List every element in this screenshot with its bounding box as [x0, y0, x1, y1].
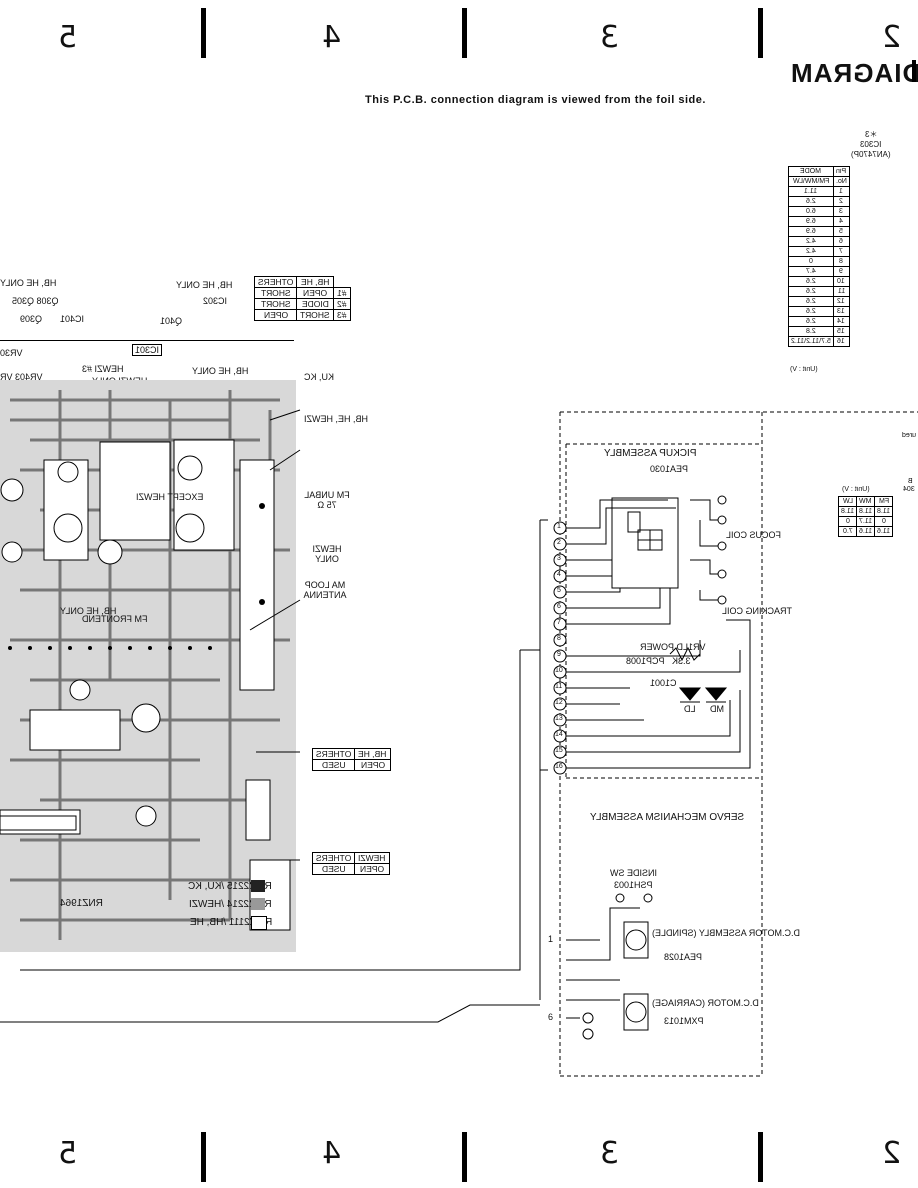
pcb-traces: [0, 390, 291, 940]
label-spindle-motor: D.C.MOTOR ASSEMBLY (SPINDLE): [652, 928, 801, 938]
pickup-pin-label: 10: [555, 667, 563, 674]
pickup-pin-label: 3: [557, 555, 561, 562]
pickup-pin-circle: [553, 569, 567, 583]
label-ld-power: LD POWER: [640, 642, 689, 652]
pickup-pin-label: 13: [555, 715, 563, 722]
label-focus-coil: FOCUS COIL: [726, 530, 782, 540]
pickup-pin-circle: [553, 633, 567, 647]
title-bar: [912, 60, 916, 82]
label-carriage-part: PXM1013: [664, 1016, 704, 1026]
pickup-pin-label: 12: [555, 699, 563, 706]
column-divider: [758, 8, 763, 58]
column-divider: [201, 1132, 206, 1182]
pickup-pin-label: 4: [557, 571, 561, 578]
pickup-pin-circle: [553, 617, 567, 631]
pickup-pin-label: 14: [555, 731, 563, 738]
label-vr1-part: PCP1008: [626, 656, 665, 666]
pickup-pin-label: 15: [555, 747, 563, 754]
pickup-pin-circle: [553, 713, 567, 727]
label-inside-sw-part: PSH1003: [614, 880, 653, 890]
pickup-pin-circle: [553, 553, 567, 567]
label-md: MD: [710, 704, 724, 714]
label-spindle-part: PEA1028: [664, 952, 703, 962]
pickup-pin-label: 8: [557, 635, 561, 642]
pickup-pin-circle: [553, 665, 567, 679]
pickup-pin-circle: [553, 697, 567, 711]
pickup-pin-label: 11: [555, 683, 563, 690]
label-ld: LD: [684, 704, 696, 714]
pickup-pin-circle: [553, 585, 567, 599]
label-carriage-motor: D.C.MOTOR (CARRIAGE): [652, 998, 759, 1008]
pickup-pin-circle: [553, 681, 567, 695]
pickup-pin-label: 7: [557, 619, 561, 626]
pickup-part: PEA1030: [650, 464, 689, 474]
pickup-pin-circle: [553, 521, 567, 535]
pickup-pin-label: 6: [557, 603, 561, 610]
pickup-title: PICKUP ASSEMBLY: [604, 448, 697, 459]
column-divider: [758, 1132, 763, 1182]
legend-swatch-white: [251, 916, 267, 930]
pickup-pin-label: 5: [557, 587, 561, 594]
pickup-pin-label: 2: [557, 539, 561, 546]
label-ic301-box: IC301: [132, 344, 163, 356]
pickup-pin-circle: [553, 729, 567, 743]
pickup-pin-circle: [553, 745, 567, 759]
label-c1001: C1001: [650, 678, 677, 688]
pickup-pin-circle: [553, 601, 567, 615]
pickup-pin-circle: [553, 761, 567, 775]
column-divider: [462, 8, 467, 58]
foil-side-note: This P.C.B. connection diagram is viewed…: [365, 94, 706, 106]
column-divider: [462, 1132, 467, 1182]
pickup-pin-circle: [553, 649, 567, 663]
label-inside-sw: INSIDE SW: [610, 868, 658, 878]
separator-line: [0, 340, 294, 341]
legend-swatch-dark: [251, 880, 265, 892]
servo-title: SERVO MECHANISM ASSEMBLY: [590, 812, 745, 823]
label-tracking-coil: TRACKING COIL: [722, 606, 793, 616]
pickup-pin-label: 1: [557, 523, 561, 530]
pcb-board: FM FRONTEND HB, HE ONLY EXCEPT HEWZI RNZ…: [0, 380, 296, 952]
pickup-pin-circle: [553, 537, 567, 551]
column-divider: [201, 8, 206, 58]
label-vr1-value: 3.3K: [672, 656, 691, 666]
pickup-pin-label: 16: [555, 763, 563, 770]
servo-pin-1: 1: [548, 934, 554, 944]
label-vr1: VR1: [688, 642, 706, 652]
legend-swatch-grey: [251, 898, 265, 910]
pickup-pin-label: 9: [557, 651, 561, 658]
servo-pin-6: 6: [548, 1012, 554, 1022]
